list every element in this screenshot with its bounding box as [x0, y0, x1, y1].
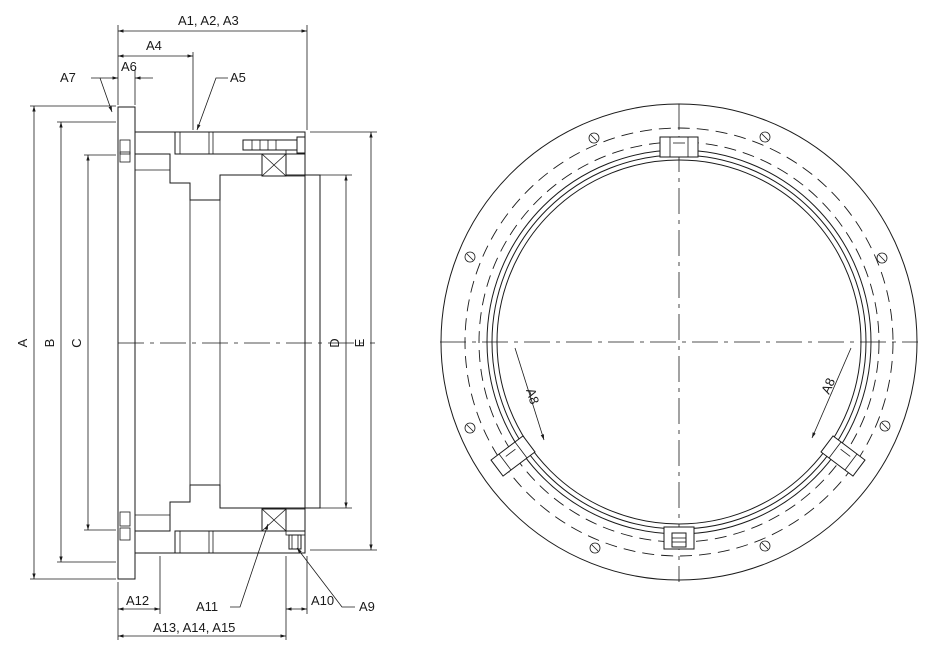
side-view: A1, A2, A3 A4 A6 A7 A5 A11 A9 A B C D E … — [15, 13, 377, 640]
dim-label-a1-a2-a3: A1, A2, A3 — [178, 13, 239, 28]
lower-right-notch — [820, 435, 866, 477]
leader-label-a11: A11 — [196, 599, 218, 614]
top-notch — [659, 136, 699, 158]
dim-label-e: E — [352, 338, 367, 347]
dim-label-a13-a14-a15: A13, A14, A15 — [153, 620, 235, 635]
dim-label-d: D — [327, 338, 342, 347]
outer-circle — [440, 103, 918, 581]
bottom-fitting — [663, 526, 695, 550]
dim-label-a8-left: A8 — [523, 386, 542, 406]
grease-nipple-top — [242, 136, 306, 154]
leader-label-a5: A5 — [230, 70, 246, 85]
bolt-holes — [464, 131, 891, 554]
front-view: A8 A8 — [440, 103, 918, 582]
dim-label-b: B — [42, 339, 57, 348]
dim-label-a6: A6 — [121, 59, 137, 74]
hub — [134, 153, 321, 532]
dim-label-a: A — [15, 338, 30, 347]
dim-label-a4: A4 — [146, 38, 162, 53]
dim-label-a12: A12 — [126, 593, 149, 608]
bearing-bottom — [261, 508, 287, 532]
dim-label-a10: A10 — [311, 593, 334, 608]
grease-nipple-bottom — [288, 534, 302, 550]
leader-label-a9: A9 — [359, 599, 375, 614]
bearing-top — [261, 153, 287, 177]
lower-left-notch — [490, 435, 536, 477]
leader-label-a7: A7 — [60, 70, 76, 85]
bore-circle — [496, 159, 862, 525]
dim-label-c: C — [69, 338, 84, 347]
outer-ring-bottom — [174, 530, 306, 554]
dim-label-a8-right: A8 — [818, 376, 838, 397]
